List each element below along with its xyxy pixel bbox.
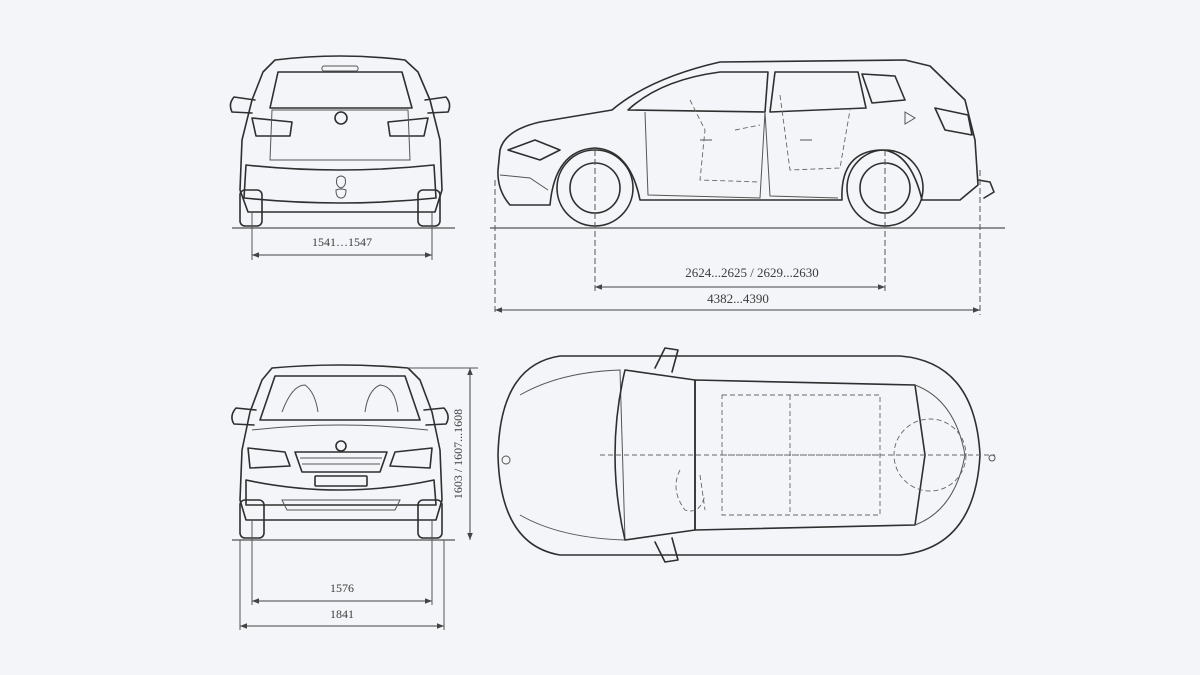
front-track-label: 1576 [330,581,354,595]
rear-view: 1541…1547 [229,55,455,260]
overall-length-label: 4382...4390 [707,291,769,306]
front-view: 1603 / 1607...1608 1576 1841 [231,364,478,630]
wheelbase-label: 2624...2625 / 2629...2630 [685,265,819,280]
side-view: 2624...2625 / 2629...2630 4382...4390 [490,59,1005,315]
height-label: 1603 / 1607...1608 [451,409,465,499]
rear-track-label: 1541…1547 [312,235,372,249]
top-view [497,347,996,563]
overall-width-label: 1841 [330,607,354,621]
